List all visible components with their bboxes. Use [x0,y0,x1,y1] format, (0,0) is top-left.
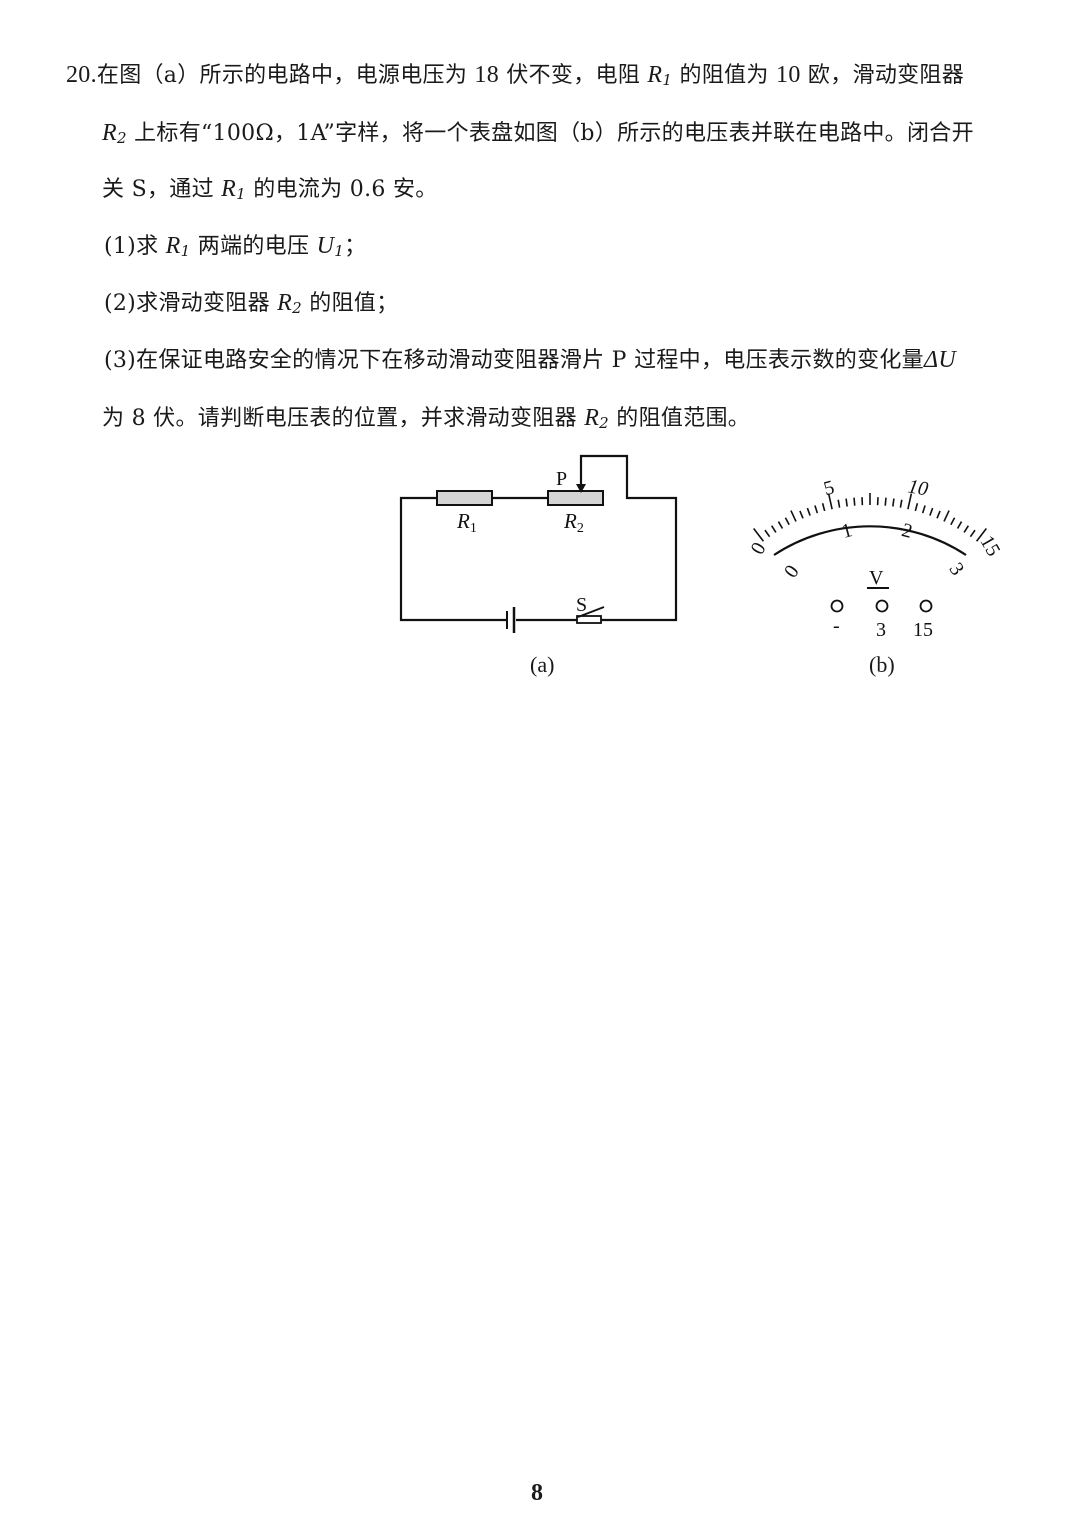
upper-scale-10: 10 [906,475,930,500]
lower-scale-3: 3 [945,559,969,580]
switch-icon [576,606,628,624]
terminal-3-label: 3 [876,619,886,641]
rheostat-r2 [547,490,604,506]
r2-label: R [563,509,577,533]
subquestion-2: (2)求滑动变阻器 R2 的阻值； [104,290,399,317]
question-line-1: 20.在图（a）所示的电路中，电源电压为 18 伏不变，电阻 R1 的阻值为 1… [66,62,965,89]
figure-b-caption: (b) [869,652,895,677]
circuit-diagram: R1 R2 P S [399,454,678,633]
question-line-2: R2 上标有“100Ω，1A”字样，将一个表盘如图（b）所示的电压表并联在电路中… [102,120,974,147]
upper-scale-0: 0 [746,539,770,559]
figure-a-caption: (a) [530,652,555,677]
svg-text:R2: R2 [563,509,584,536]
lower-scale-0: 0 [780,561,804,582]
switch-label: S [576,594,587,616]
terminal-negative-label: - [833,615,840,637]
slider-label: P [556,468,567,490]
terminal-3v[interactable] [875,599,889,613]
subquestion-3-continued: 为 8 伏。请判断电压表的位置，并求滑动变阻器 R2 的阻值范围。 [102,405,751,432]
unit-label: V [869,567,884,589]
subquestion-3: (3)在保证电路安全的情况下在移动滑动变阻器滑片 P 过程中，电压表示数的变化量… [104,347,957,373]
voltmeter-dial: 0 5 10 15 0 1 2 3 V - 3 15 [746,475,1004,641]
r1-label: R [456,509,470,533]
terminal-15-label: 15 [913,619,933,641]
resistor-r1 [436,490,493,506]
page-number: 8 [531,1480,543,1506]
question-number: 20. [66,62,97,88]
subquestion-1: (1)求 R1 两端的电压 U1； [104,233,367,260]
terminal-15v[interactable] [919,599,933,613]
question-line-3: 关 S，通过 R1 的电流为 0.6 安。 [102,176,438,203]
slider-arrow-icon [576,484,586,493]
dial-ticks [753,493,987,542]
svg-text:R1: R1 [456,509,477,536]
lower-scale-1: 1 [839,519,854,543]
wire-right [579,454,678,622]
upper-scale-5: 5 [821,476,836,500]
battery-icon [506,607,516,633]
dial-arc [773,525,967,556]
terminal-negative[interactable] [830,599,844,613]
wire-left [399,496,507,622]
